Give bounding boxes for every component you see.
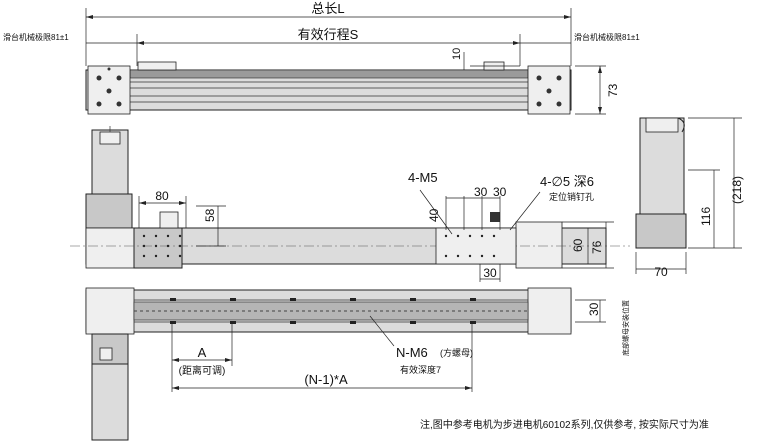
footnote: 注,图中参考电机为步进电机60102系列,仅供参考, 按实际尺寸为准 — [420, 418, 709, 431]
dim-a-label: A — [198, 345, 207, 360]
effective-stroke-label: 有效行程S — [298, 27, 359, 42]
dim-70-label: 70 — [654, 265, 668, 279]
dim-n1a-label: (N-1)*A — [304, 372, 348, 387]
dim-60-label: 60 — [571, 238, 585, 252]
thread-4m5-label: 4-M5 — [408, 170, 438, 185]
side-view — [635, 117, 742, 274]
bottom-view — [85, 287, 606, 441]
mech-limit-right-label: 滑台机械极限81±1 — [574, 32, 640, 42]
dim-30-bottom-label: 30 — [483, 266, 497, 280]
dim-116-label: 116 — [699, 207, 713, 226]
dim-218-label: (218) — [730, 176, 744, 204]
dim-30a-label: 30 — [474, 185, 488, 199]
hole-spec-label: 4-∅5 深6 — [540, 174, 594, 189]
middle-view — [70, 126, 630, 282]
dim-30b-label: 30 — [493, 185, 507, 199]
nut-position-label: 底部螺母安装位置 — [621, 300, 630, 356]
mech-limit-left-label: 滑台机械极限81±1 — [3, 32, 69, 42]
dim-58-label: 58 — [203, 208, 217, 222]
dim-30-side-label: 30 — [587, 302, 601, 316]
pin-hole-note: 定位销钉孔 — [549, 191, 594, 202]
dim-76-label: 76 — [590, 240, 604, 254]
top-view — [85, 8, 606, 115]
square-nut-label: (方螺母) — [440, 347, 473, 358]
nm6-label: N-M6 — [396, 345, 428, 360]
dim-40-label: 40 — [427, 208, 441, 222]
total-length-label: 总长L — [311, 1, 344, 16]
dim-80-label: 80 — [155, 189, 169, 203]
dim-10-label: 10 — [451, 48, 463, 60]
distance-adjustable-label: (距离可调) — [179, 364, 226, 377]
dim-73-label: 73 — [606, 83, 620, 97]
effective-depth-label: 有效深度7 — [400, 364, 441, 375]
